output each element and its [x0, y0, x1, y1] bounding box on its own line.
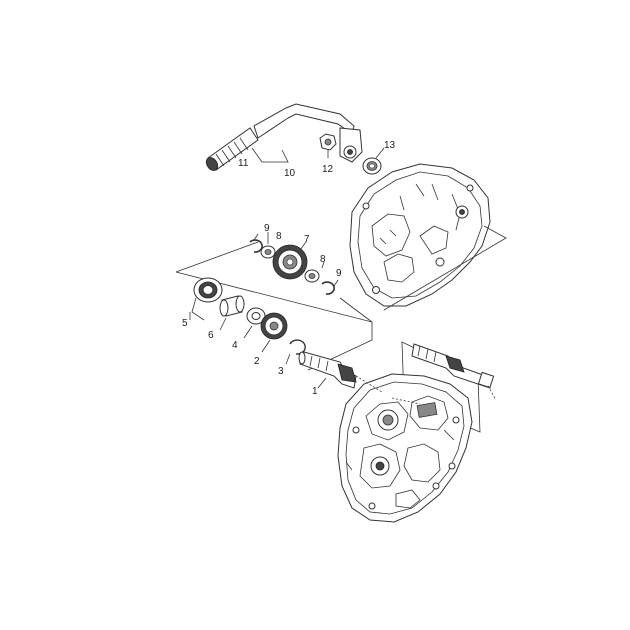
circlip-9-left: [249, 239, 263, 253]
crankcase-cover: [349, 163, 491, 307]
callout-2: 2: [254, 356, 260, 367]
kick-start-lever: [205, 103, 363, 171]
collar-6: [219, 295, 245, 317]
callout-8-right: 8: [320, 254, 326, 265]
nut-12: [319, 133, 337, 151]
oil-seal-13: [362, 157, 382, 175]
gear-7: [272, 244, 308, 280]
callout-5: 5: [182, 318, 188, 329]
circlip-9-right: [321, 281, 335, 295]
washer-8-left: [260, 245, 276, 259]
callout-13: 13: [384, 140, 396, 151]
ratchet-gear-2: [260, 312, 288, 340]
callout-3: 3: [278, 366, 284, 377]
callout-8-top: 8: [276, 231, 282, 242]
callout-12: 12: [322, 164, 334, 175]
callout-9-right: 9: [336, 268, 342, 279]
washer-8-right: [304, 269, 320, 283]
kick-shaft-1: [298, 351, 357, 389]
callout-10: 10: [284, 168, 296, 179]
callout-1: 1: [312, 386, 318, 397]
kick-spring-5: [191, 277, 223, 321]
callout-7: 7: [304, 234, 310, 245]
callout-9-top: 9: [264, 223, 270, 234]
callout-11: 11: [238, 158, 249, 169]
washer-4: [246, 307, 266, 325]
callout-4: 4: [232, 340, 238, 351]
callout-6: 6: [208, 330, 214, 341]
crankcase-half: [337, 373, 473, 523]
